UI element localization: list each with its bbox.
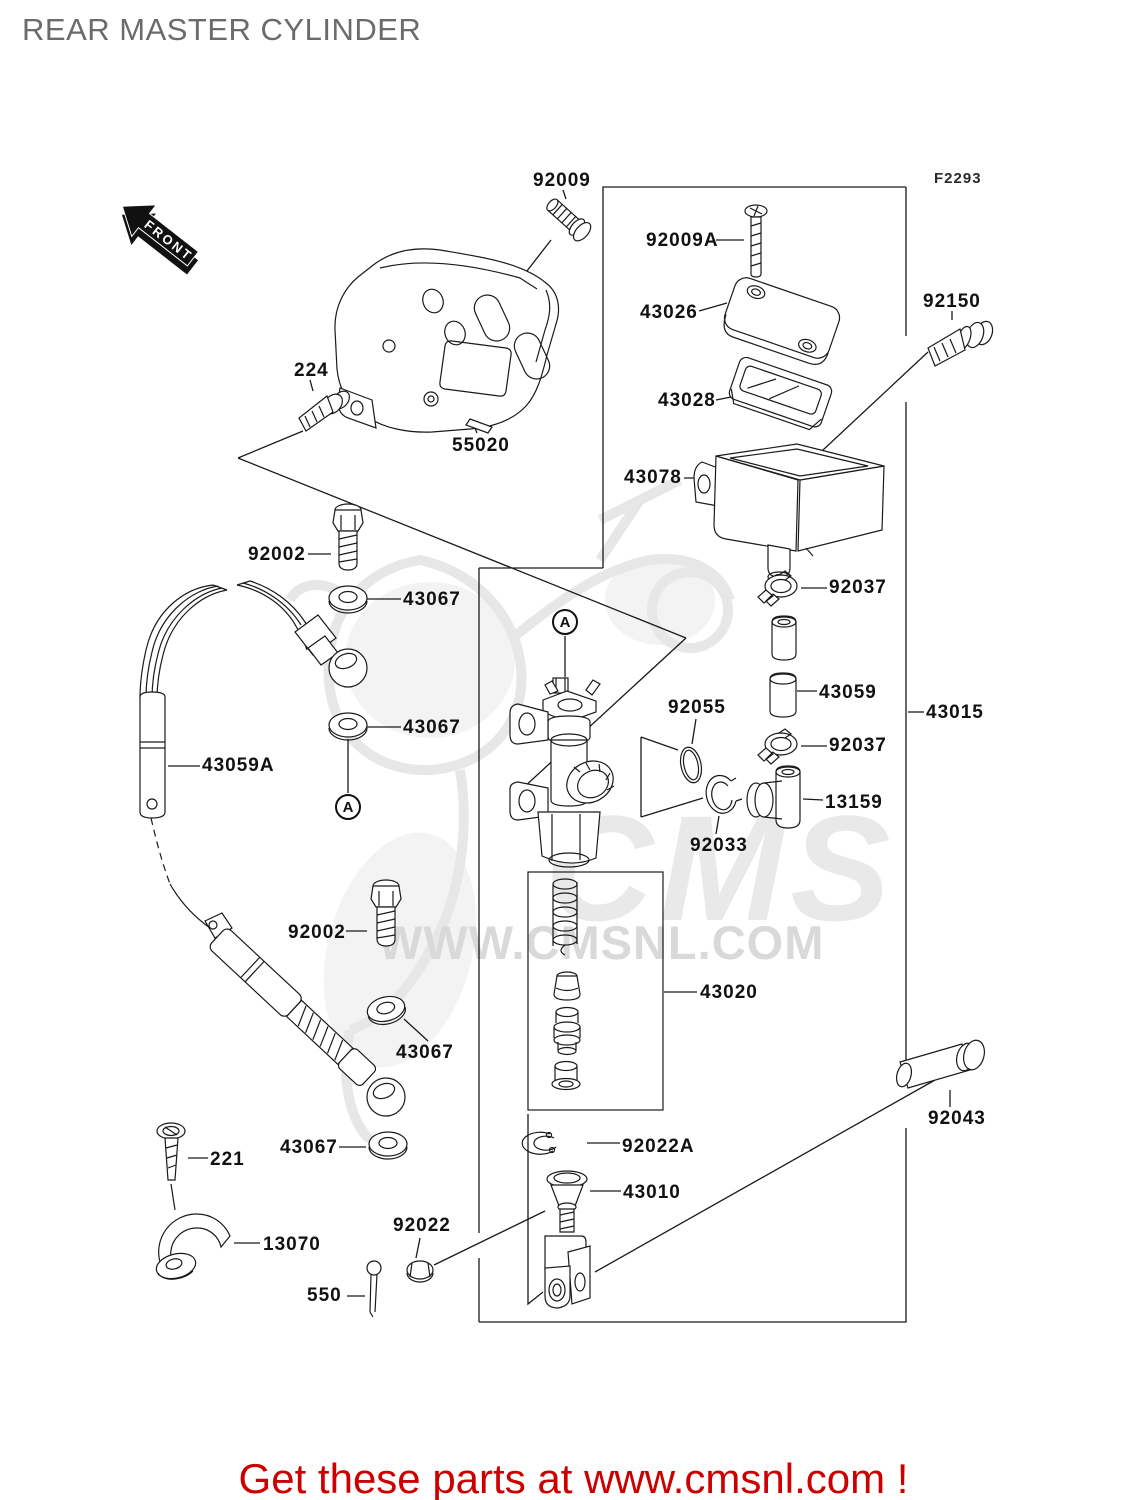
front-arrow: FRONT: [121, 204, 200, 275]
part-drawing-92022a: [521, 1131, 557, 1155]
part-label-92037-upper: 92037: [829, 577, 887, 598]
part-label-43067-3: 43067: [396, 1042, 454, 1063]
part-label-92022: 92022: [393, 1215, 451, 1236]
part-label-43078: 43078: [624, 467, 682, 488]
part-drawing-13070: [155, 1213, 231, 1280]
part-label-92033: 92033: [690, 835, 748, 856]
part-drawing-92009: [546, 198, 592, 242]
part-drawing-43028: [728, 356, 833, 431]
part-drawing-221: [156, 1122, 186, 1211]
part-drawing-43059: [769, 615, 797, 718]
part-drawing-43067-4: [368, 1131, 408, 1160]
part-label-43015: 43015: [926, 702, 984, 723]
part-label-92009a: 92009A: [646, 230, 719, 251]
part-drawing-92150: [927, 320, 994, 367]
part-label-550: 550: [307, 1285, 342, 1306]
part-drawing-92037-upper: [757, 570, 798, 607]
part-drawing-92009a: [744, 204, 768, 278]
part-drawing-43020-kit: [551, 878, 581, 1091]
part-drawing-224: [298, 390, 350, 432]
part-drawing-43078: [693, 443, 885, 583]
cmsnl-watermark: CMS WWW.CMSNL.COM: [285, 475, 890, 1144]
watermark-url-text: WWW.CMSNL.COM: [378, 916, 824, 969]
annotation-circle-a-1: A: [552, 609, 578, 635]
part-drawing-550: [366, 1260, 382, 1318]
part-drawing-master-cylinder: [509, 677, 615, 868]
part-drawing-55020: [334, 248, 560, 434]
part-label-92037-lower: 92037: [829, 735, 887, 756]
kit-boundary-43020: [527, 871, 697, 1111]
part-label-92055: 92055: [668, 697, 726, 718]
part-label-43067-2: 43067: [403, 717, 461, 738]
part-drawing-92002-upper: [332, 503, 364, 571]
part-label-224: 224: [294, 360, 329, 381]
part-drawing-43067-2: [328, 712, 368, 741]
part-label-92009: 92009: [533, 170, 591, 191]
part-drawing-92037-lower: [757, 728, 798, 765]
part-label-92002-lower: 92002: [288, 922, 346, 943]
part-label-92150: 92150: [923, 291, 981, 312]
part-drawing-92055: [679, 746, 703, 784]
part-drawing-43067-1: [328, 585, 368, 614]
assembly-boundary-43015: [478, 186, 924, 1323]
part-label-92002-upper: 92002: [248, 544, 306, 565]
annotation-circle-a-2: A: [335, 794, 361, 820]
part-drawing-92022: [406, 1260, 434, 1283]
part-label-92043: 92043: [928, 1108, 986, 1129]
part-drawing-13159: [746, 765, 801, 829]
part-label-55020: 55020: [452, 435, 510, 456]
part-label-92022a: 92022A: [622, 1136, 695, 1157]
part-label-13070: 13070: [263, 1234, 321, 1255]
part-label-43059: 43059: [819, 682, 877, 703]
footer-link[interactable]: Get these parts at www.cmsnl.com !: [238, 1455, 909, 1500]
part-label-43028: 43028: [658, 390, 716, 411]
part-label-43010: 43010: [623, 1182, 681, 1203]
part-label-43026: 43026: [640, 302, 698, 323]
part-drawing-92043: [895, 1039, 986, 1089]
page-title: REAR MASTER CYLINDER: [22, 12, 422, 47]
part-label-43059a: 43059A: [202, 755, 275, 776]
part-label-221: 221: [210, 1149, 245, 1170]
part-label-13159: 13159: [825, 792, 883, 813]
part-drawing-92033: [705, 774, 743, 814]
part-label-43067-1: 43067: [403, 589, 461, 610]
part-drawing-43026: [723, 277, 841, 365]
part-label-43067-4: 43067: [280, 1137, 338, 1158]
part-drawing-43059a: [139, 580, 406, 1117]
part-drawing-43010: [544, 1170, 591, 1309]
part-label-43020: 43020: [700, 982, 758, 1003]
figure-code: F2293: [934, 170, 982, 187]
